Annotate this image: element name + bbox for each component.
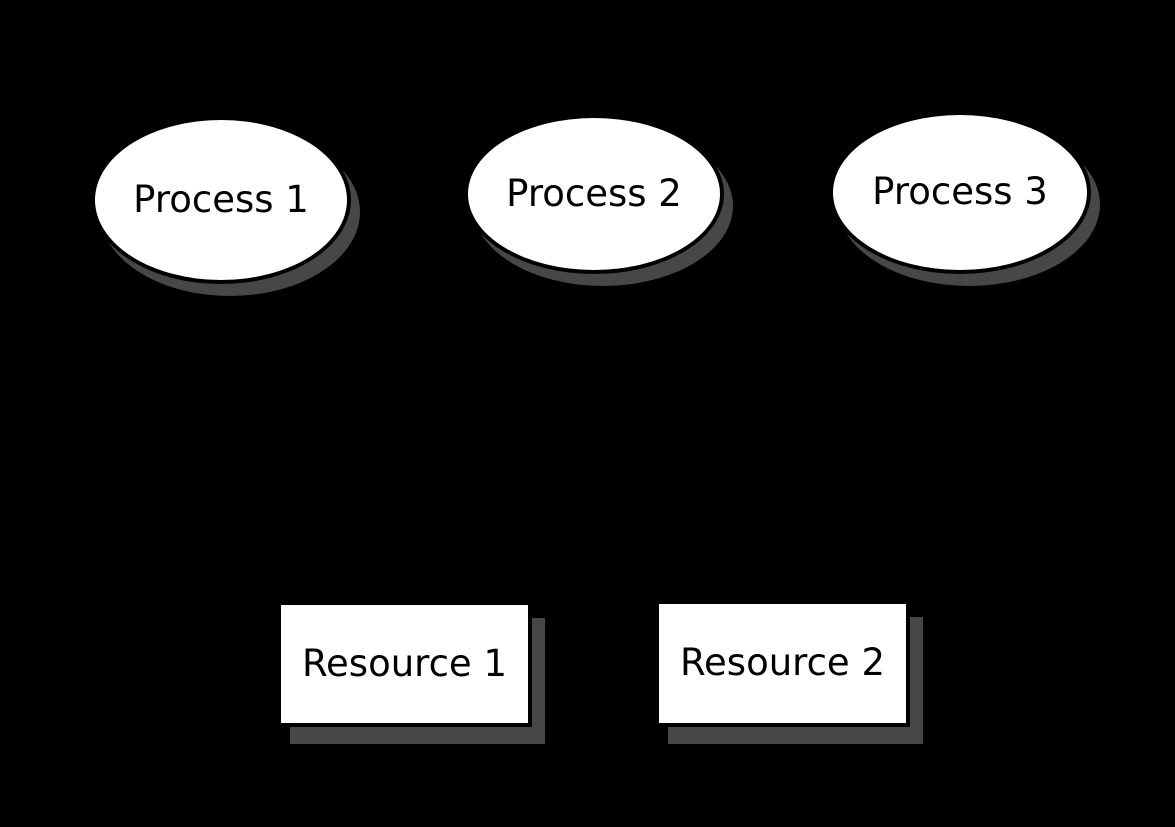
process-2-label: Process 2: [506, 171, 682, 215]
resource-2-node: Resource 2: [655, 600, 910, 727]
process-3-node: Process 3: [829, 111, 1091, 274]
resource-2-label: Resource 2: [680, 641, 885, 684]
resource-1-node: Resource 1: [277, 601, 532, 727]
process-1-node: Process 1: [91, 116, 351, 284]
process-3-label: Process 3: [872, 170, 1048, 213]
process-2-node: Process 2: [464, 114, 724, 274]
process-1-label: Process 1: [133, 177, 309, 221]
resource-1-label: Resource 1: [302, 641, 507, 685]
